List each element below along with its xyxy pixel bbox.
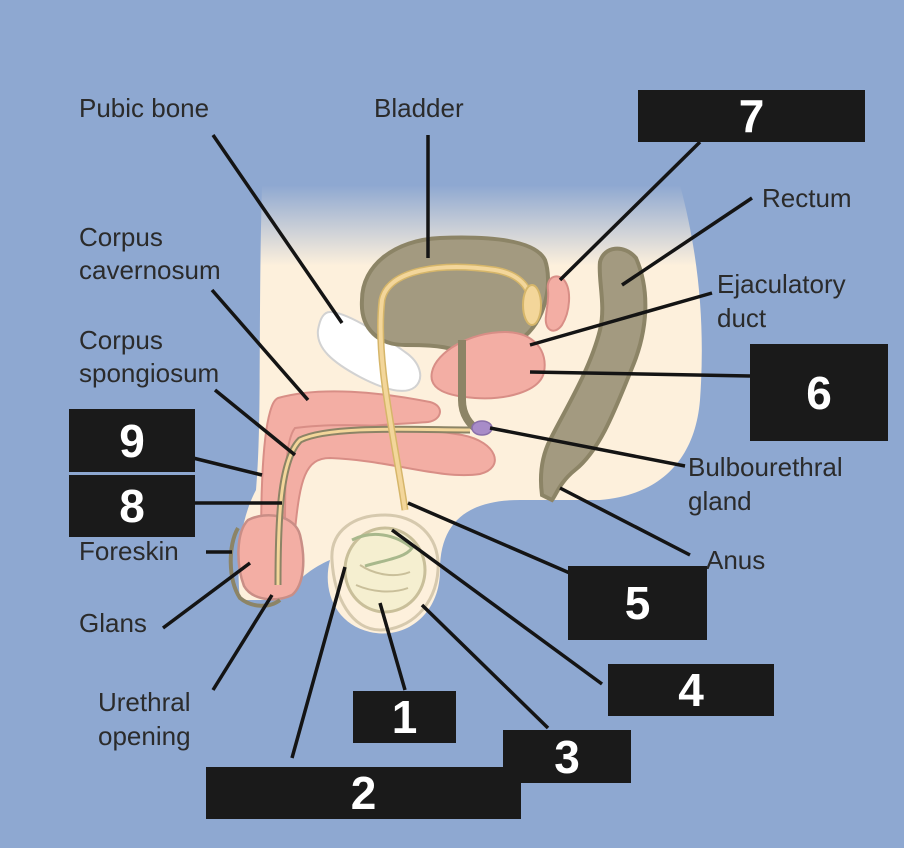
answer-box-6[interactable]: 6 [750, 344, 888, 441]
label-bladder: Bladder [374, 93, 464, 123]
testis [343, 526, 427, 614]
label-corpus-spongiosum-line2: spongiosum [79, 358, 220, 388]
answer-box-8[interactable]: 8 [69, 475, 195, 537]
label-foreskin: Foreskin [79, 536, 179, 566]
glans [237, 513, 305, 601]
label-glans: Glans [79, 608, 147, 638]
leader-lines [161, 134, 753, 759]
label-ejaculatory-duct-line1: Ejaculatory [717, 269, 846, 299]
answer-box-2[interactable]: 2 [206, 767, 521, 819]
answer-box-1[interactable]: 1 [353, 691, 456, 743]
label-anus: Anus [706, 545, 766, 575]
answer-box-4[interactable]: 4 [608, 664, 774, 716]
foreskin-shape [228, 526, 282, 608]
label-urethral-opening-line1: Urethral [98, 687, 191, 717]
epididymis [351, 533, 415, 568]
urethra-lumen [276, 427, 471, 586]
label-pubic-bone: Pubic bone [79, 93, 210, 123]
label-ejaculatory-duct-line2: duct [717, 303, 767, 333]
seminal-vesicle [544, 275, 570, 332]
label-rectum: Rectum [762, 183, 852, 213]
label-bulbourethral-line2: gland [688, 486, 752, 516]
label-bulbourethral-line1: Bulbourethral [688, 452, 843, 482]
answer-box-9[interactable]: 9 [69, 409, 195, 472]
answer-box-3[interactable]: 3 [503, 730, 631, 783]
label-urethral-opening-line2: opening [98, 721, 191, 751]
bulbourethral-gland [471, 420, 493, 436]
answer-box-7[interactable]: 7 [638, 90, 865, 142]
label-corpus-spongiosum-line1: Corpus [79, 325, 163, 355]
label-corpus-cavernosum-line2: cavernosum [79, 255, 221, 285]
ampulla [522, 284, 542, 326]
label-corpus-cavernosum-line1: Corpus [79, 222, 163, 252]
seminiferous-tubules [355, 564, 411, 593]
vas-deferens-inner [378, 265, 534, 511]
answer-box-5[interactable]: 5 [568, 566, 707, 640]
